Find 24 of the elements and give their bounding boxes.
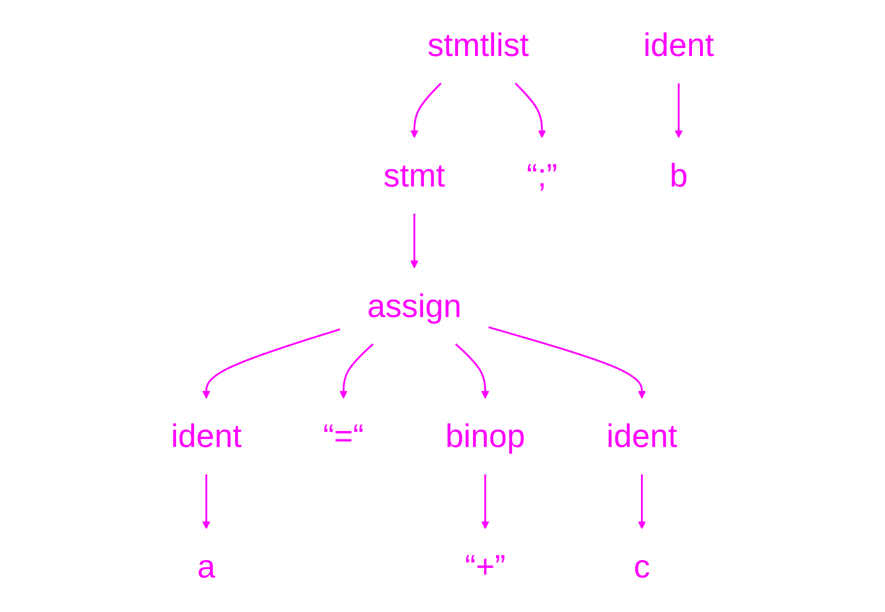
node-text: stmtlist	[427, 26, 529, 64]
node-text: c	[634, 548, 650, 585]
arrow	[340, 343, 374, 399]
node-text: ident	[606, 417, 678, 454]
arrow	[481, 474, 490, 530]
node-text: “;”	[526, 156, 558, 194]
arrow	[202, 328, 340, 399]
arrow	[638, 474, 646, 530]
node-text: “=“	[323, 417, 364, 454]
arrow	[410, 82, 442, 138]
arrow	[410, 214, 418, 268]
node-text: “+”	[464, 548, 506, 585]
node-text: binop	[445, 417, 526, 454]
node-text: b	[670, 156, 688, 194]
arrow	[488, 326, 646, 399]
node-text: a	[197, 548, 216, 585]
node-text: stmt	[384, 156, 446, 194]
arrow	[455, 343, 490, 399]
node-text: ident	[643, 26, 714, 64]
arrow	[674, 83, 683, 138]
node-text: assign	[367, 286, 462, 324]
arrow	[514, 82, 546, 138]
arrow	[202, 474, 210, 530]
node-text: ident	[170, 417, 242, 454]
